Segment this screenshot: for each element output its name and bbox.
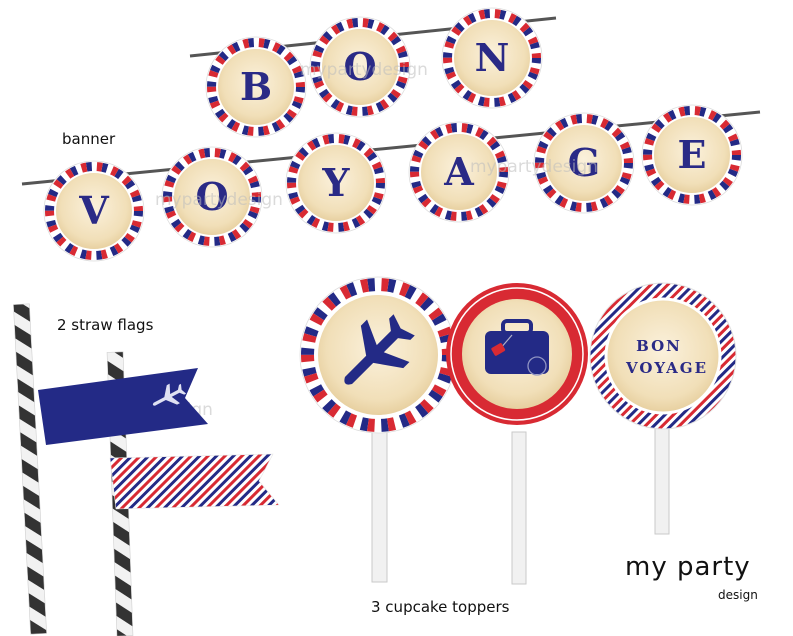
banner-medallion: G: [533, 112, 635, 214]
banner-medallion: N: [441, 7, 543, 109]
banner-medallions: B O N V O Y A G E: [43, 7, 743, 262]
banner-medallion: O: [309, 16, 411, 118]
topper-stick-2: [511, 431, 527, 585]
topper-text-line1: BON: [636, 337, 682, 355]
banner-letter-row2: A: [443, 149, 474, 194]
topper-suitcase: [446, 283, 588, 425]
watermark-text: mypartydesign: [470, 157, 598, 177]
banner-medallion: A: [408, 121, 510, 223]
caption-cupcake-toppers: 3 cupcake toppers: [371, 598, 510, 616]
banner-letter-row2: O: [195, 174, 228, 219]
banner-medallion: E: [641, 104, 743, 206]
banner-letter-row2: V: [78, 188, 110, 233]
brand-logo: my party: [625, 552, 751, 582]
suitcase-icon: [485, 319, 549, 376]
banner-medallion: B: [205, 36, 307, 138]
banner-letter-row2: G: [568, 140, 600, 185]
airplane-icon: [344, 314, 415, 385]
banner-letter-row1: O: [343, 44, 376, 89]
brand-logo-subtitle: design: [718, 588, 758, 602]
watermark-text: mypartydesign: [300, 60, 428, 80]
caption-banner: banner: [62, 130, 116, 148]
straw-flag-navy: [38, 368, 208, 445]
topper-bon-voyage: BON VOYAGE: [589, 282, 737, 430]
banner-letter-row1: B: [240, 64, 272, 109]
straw-flag-striped: [109, 453, 280, 510]
banner-medallion: O: [161, 146, 263, 248]
banner-medallion: Y: [285, 132, 387, 234]
banner-letter-row2: Y: [321, 160, 350, 205]
watermark-text: mypartydesign: [155, 190, 283, 210]
caption-straw-flags: 2 straw flags: [57, 316, 154, 334]
straw-left: [13, 303, 47, 635]
banner-letter-row1: N: [475, 35, 510, 80]
topper-text-line2: VOYAGE: [625, 359, 708, 377]
airplane-icon: [152, 383, 187, 406]
banner-medallion: V: [43, 160, 145, 262]
banner-letter-row2: E: [678, 132, 707, 177]
banner-string-bottom: [21, 110, 761, 186]
